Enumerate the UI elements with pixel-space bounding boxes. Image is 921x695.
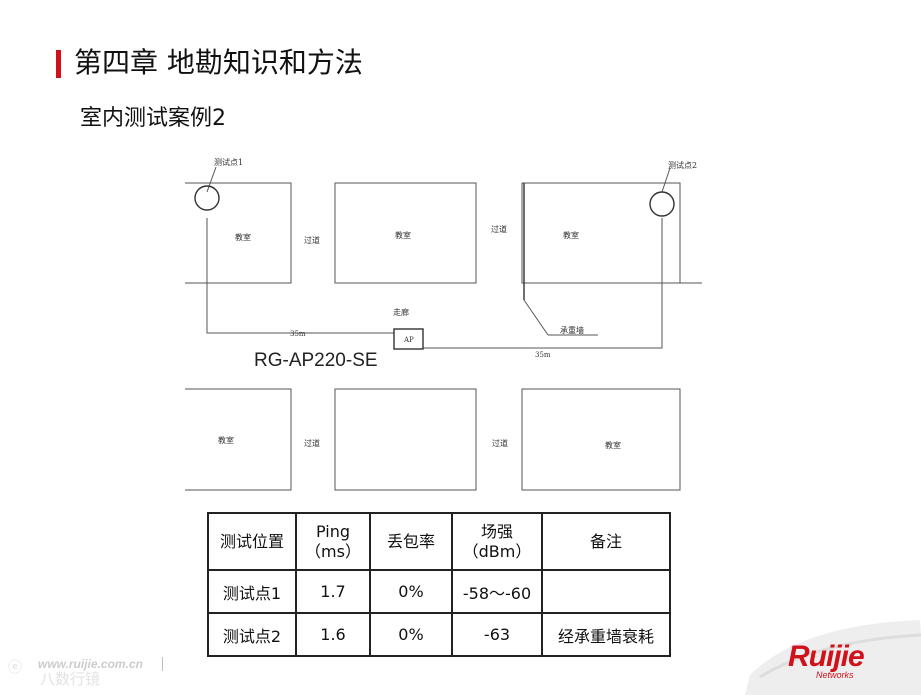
classroom-wall-bottom-left xyxy=(185,388,292,491)
table-cell xyxy=(541,569,671,614)
table-header-row: 测试位置 Ping（ms） 丢包率 场强（dBm） 备注 xyxy=(207,512,671,571)
cable-right xyxy=(423,218,663,349)
header-cell: 场强（dBm） xyxy=(451,512,543,571)
classroom-wall-top-left xyxy=(185,182,292,284)
corridor-label: 过道 xyxy=(492,438,508,448)
header-line: 场强 xyxy=(480,521,513,541)
title-accent-bar xyxy=(56,50,61,78)
classroom-label: 教室 xyxy=(395,230,411,240)
corridor-label: 过道 xyxy=(304,438,320,448)
chapter-title: 第四章 地勘知识和方法 xyxy=(74,46,363,79)
cable-left xyxy=(206,218,394,334)
corridor-label: 过道 xyxy=(304,235,320,245)
test-point-2-label: 测试点2 xyxy=(668,160,697,170)
table-cell: 经承重墙衰耗 xyxy=(541,612,671,657)
distance-left-label: 35m xyxy=(290,330,306,338)
table-cell: -63 xyxy=(451,612,543,657)
test-point-1-marker xyxy=(194,185,220,211)
tp1-leader xyxy=(206,166,217,193)
table-cell: 0% xyxy=(369,612,453,657)
header-cell: Ping（ms） xyxy=(295,512,371,571)
table-cell: 测试点2 xyxy=(207,612,297,657)
header-cell: 测试位置 xyxy=(207,512,297,571)
table-cell: 0% xyxy=(369,569,453,614)
corridor-label: 过道 xyxy=(491,224,507,234)
header-line: Ping xyxy=(315,521,351,541)
header-cell: 丢包率 xyxy=(369,512,453,571)
footer-separator xyxy=(162,657,163,671)
table-row: 测试点1 1.7 0% -58～-60 xyxy=(207,569,671,614)
classroom-wall-bottom-right xyxy=(521,388,681,491)
classroom-label: 教室 xyxy=(563,230,579,240)
ruijie-logo: Ruijie xyxy=(788,640,865,673)
test-results-table: 测试位置 Ping（ms） 丢包率 场强（dBm） 备注 测试点1 1.7 0%… xyxy=(207,512,671,657)
section-subtitle: 室内测试案例2 xyxy=(80,106,226,131)
header-cell: 备注 xyxy=(541,512,671,571)
ap-model-label: RG-AP220-SE xyxy=(254,350,378,371)
table-cell: -58～-60 xyxy=(451,569,543,614)
ruijie-logo-sub: Networks xyxy=(816,670,854,680)
hallway-label: 走廊 xyxy=(393,307,409,317)
distance-right-label: 35m xyxy=(535,351,551,359)
ap-box-label: AP xyxy=(403,336,414,344)
header-line: （dBm） xyxy=(462,541,532,561)
classroom-label: 教室 xyxy=(605,440,621,450)
header-line: 丢包率 xyxy=(386,531,435,551)
table-cell: 1.7 xyxy=(295,569,371,614)
footer-url: www.ruijie.com.cn xyxy=(38,657,143,671)
classroom-wall-bottom-middle xyxy=(334,388,477,491)
wall-pointer xyxy=(523,299,549,336)
header-line: 备注 xyxy=(589,531,622,551)
classroom-wall-top-right xyxy=(521,182,681,284)
test-point-1-label: 测试点1 xyxy=(214,157,243,167)
tp2-leader xyxy=(661,167,671,193)
load-bearing-wall-label: 承重墙 xyxy=(560,325,584,335)
test-point-2-marker xyxy=(649,191,675,217)
classroom-label: 教室 xyxy=(235,232,251,242)
header-line: 测试位置 xyxy=(219,531,284,551)
ap-box xyxy=(393,328,424,350)
floor-plan-diagram: 测试点1 测试点2 教室 教室 教室 教室 教室 过道 过道 过道 过道 走廊 … xyxy=(185,157,702,491)
classroom-label: 教室 xyxy=(218,435,234,445)
table-cell: 1.6 xyxy=(295,612,371,657)
table-row: 测试点2 1.6 0% -63 经承重墙衰耗 xyxy=(207,612,671,657)
classroom-wall-top-middle xyxy=(334,182,477,284)
table-cell: 测试点1 xyxy=(207,569,297,614)
header-line: （ms） xyxy=(305,541,361,561)
footer-watermark: 八数行镜 xyxy=(40,670,101,688)
logo-swoosh-icon xyxy=(745,620,921,695)
footer-mark-icon: ⓔ xyxy=(8,660,22,676)
